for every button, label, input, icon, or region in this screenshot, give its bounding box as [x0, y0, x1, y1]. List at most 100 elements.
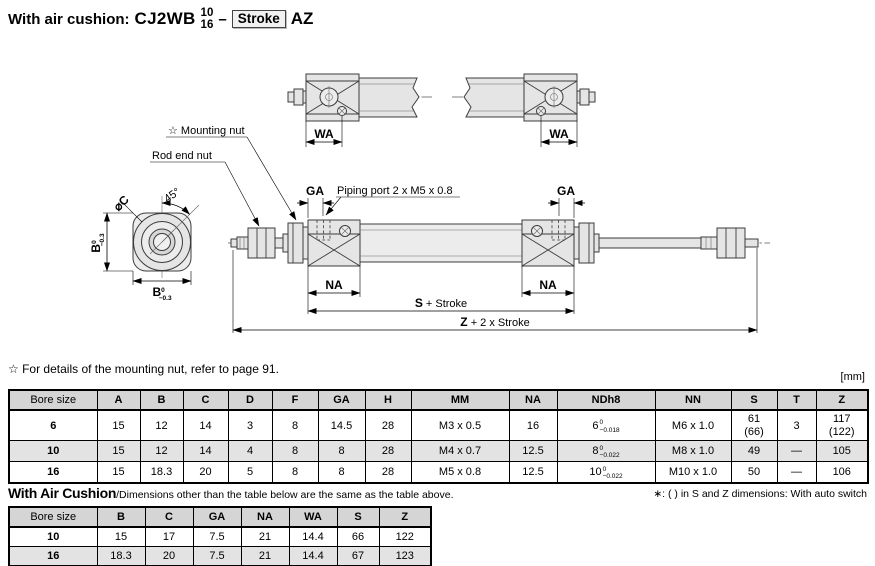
- nd-tol-sup: 0: [599, 419, 604, 427]
- stroke-box: Stroke: [231, 10, 286, 29]
- cell-z: 105: [815, 440, 869, 462]
- nd-tol-sup: 0: [602, 465, 607, 473]
- model-code: CJ2WB: [134, 9, 196, 29]
- table-row-bore-16: 16 18.3 20 7.5 21 14.4 67 123: [8, 546, 432, 566]
- cell-z: 117(122): [815, 409, 869, 441]
- side-view: [228, 219, 770, 267]
- wa-dim-label-right: WA: [549, 127, 569, 141]
- column-header-nn: NN: [654, 389, 732, 411]
- title-suffix: AZ: [290, 9, 314, 29]
- cell: 14: [182, 440, 229, 462]
- cell: —: [776, 440, 817, 462]
- column-header-ga: GA: [317, 389, 366, 411]
- cell: 18.3: [96, 546, 146, 566]
- cell: 8: [317, 440, 366, 462]
- auto-switch-note: ∗: ( ) in S and Z dimensions: With auto …: [653, 488, 867, 500]
- cell: 20: [182, 461, 229, 484]
- column-header-na: NA: [508, 389, 558, 411]
- cell: 123: [378, 546, 432, 566]
- s-stroke-dim-label: S + Stroke: [415, 296, 467, 310]
- cell: 14.4: [288, 546, 338, 566]
- cell: 8: [271, 440, 319, 462]
- cell: 12.5: [508, 440, 558, 462]
- nd-tol-sub: −0.022: [602, 473, 623, 480]
- piping-port-label: Piping port 2 x M5 x 0.8: [337, 185, 453, 197]
- column-header-z: Z: [378, 506, 432, 528]
- cell: 122: [378, 526, 432, 547]
- header-row: Bore size A B C D F GA H MM NA NDh8 NN S…: [8, 389, 869, 411]
- cell: M8 x 1.0: [654, 440, 732, 462]
- cell: 21: [240, 526, 290, 547]
- column-header-d: D: [227, 389, 273, 411]
- mounting-nut-label: ☆ Mounting nut: [168, 125, 245, 137]
- dia-c-label: ⌀C: [111, 192, 132, 213]
- title-dash: –: [218, 10, 227, 28]
- rod-end-nut-label: Rod end nut: [152, 150, 212, 162]
- cushion-detail-right: WA: [452, 73, 596, 147]
- cell: 66: [336, 526, 380, 547]
- column-header-a: A: [96, 389, 141, 411]
- cell: M5 x 0.8: [410, 461, 510, 484]
- cell: 14.5: [317, 409, 366, 441]
- cell: 14: [182, 409, 229, 441]
- column-header-c: C: [144, 506, 194, 528]
- cell: 16: [508, 409, 558, 441]
- cell: M4 x 0.7: [410, 440, 510, 462]
- air-cushion-section-heading: With Air Cushion/Dimensions other than t…: [8, 485, 453, 503]
- column-header-ga: GA: [192, 506, 242, 528]
- page-title: With air cushion: CJ2WB 10 16 – Stroke A…: [8, 7, 313, 32]
- cell: 12: [139, 409, 184, 441]
- b-dim-label-bottom: B0−0.3: [152, 285, 172, 302]
- dimensions-table: Bore size A B C D F GA H MM NA NDh8 NN S…: [8, 389, 869, 484]
- cell-z: 106: [815, 461, 869, 484]
- cell-bore: 16: [8, 461, 98, 484]
- column-header-mm: MM: [410, 389, 510, 411]
- title-prefix: With air cushion:: [8, 10, 130, 28]
- cell-s: 50: [730, 461, 778, 484]
- b-dim-label-left: B0−0.3: [89, 233, 106, 253]
- column-header-h: H: [364, 389, 412, 411]
- cushion-detail-left: WA: [287, 73, 432, 147]
- angle-45-label: 45°: [162, 186, 183, 205]
- s-value: 61: [747, 412, 761, 425]
- nd-base: 10: [589, 466, 602, 478]
- column-header-bore: Bore size: [8, 506, 98, 528]
- table-row-bore-10: 10 15 17 7.5 21 14.4 66 122: [8, 526, 432, 547]
- air-cushion-table: Bore size B C GA NA WA S Z 10 15 17 7.5 …: [8, 506, 432, 566]
- header-row: Bore size B C GA NA WA S Z: [8, 506, 432, 528]
- column-header-na: NA: [240, 506, 290, 528]
- bore-size-top: 10: [200, 7, 214, 19]
- air-cushion-title: With Air Cushion: [8, 485, 117, 501]
- cell: 15: [96, 461, 141, 484]
- cell: 8: [317, 461, 366, 484]
- mounting-nut-note: ☆ For details of the mounting nut, refer…: [8, 362, 279, 376]
- ga-dim-label-left: GA: [306, 184, 324, 198]
- cell: M6 x 1.0: [654, 409, 732, 441]
- cell: 7.5: [192, 546, 242, 566]
- cell-bore: 16: [8, 546, 98, 566]
- cell: 28: [364, 440, 412, 462]
- na-dim-label-right: NA: [539, 278, 557, 292]
- cell: 21: [240, 546, 290, 566]
- column-header-t: T: [776, 389, 817, 411]
- cell-bore: 6: [8, 409, 98, 441]
- z-value: 117: [832, 412, 851, 425]
- na-dim-label-left: NA: [325, 278, 343, 292]
- cell: —: [776, 461, 817, 484]
- cell-s: 49: [730, 440, 778, 462]
- cell: 15: [96, 526, 146, 547]
- cell: 12.5: [508, 461, 558, 484]
- bore-size-fraction: 10 16: [201, 7, 214, 32]
- s-auto-switch-value: (66): [744, 425, 764, 438]
- column-header-s: S: [336, 506, 380, 528]
- cell: 4: [227, 440, 273, 462]
- column-header-c: C: [182, 389, 229, 411]
- cell: 8: [271, 461, 319, 484]
- cell: 5: [227, 461, 273, 484]
- wa-dim-label-left: WA: [314, 127, 334, 141]
- column-header-z: Z: [815, 389, 869, 411]
